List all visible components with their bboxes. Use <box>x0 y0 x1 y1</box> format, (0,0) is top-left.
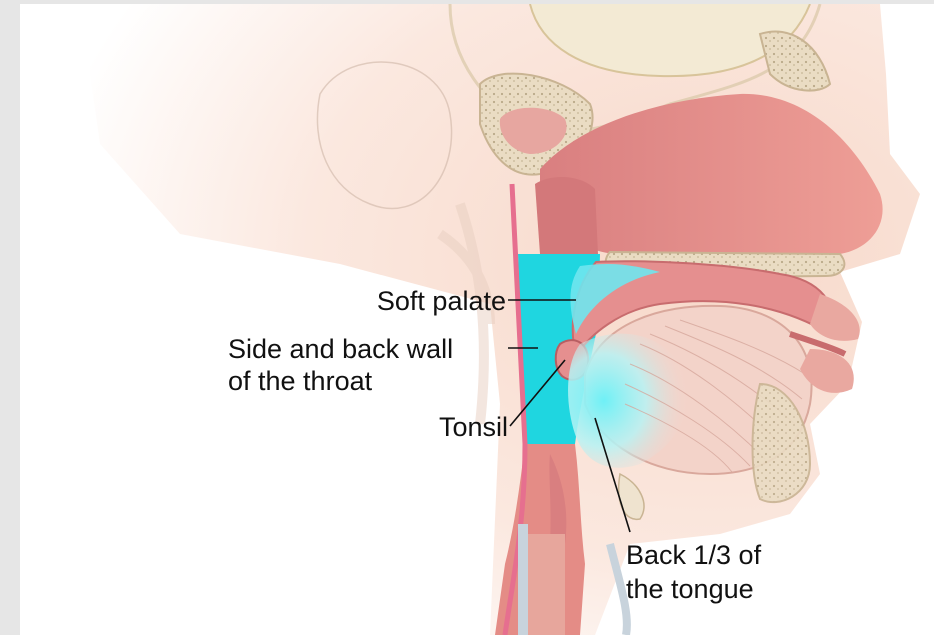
pharynx-upper <box>535 177 598 254</box>
illustration-canvas: Soft palate Side and back wall of the th… <box>20 4 934 635</box>
throat-anatomy-diagram: Soft palate Side and back wall of the th… <box>20 4 934 635</box>
cartilage-ring <box>518 524 528 635</box>
label-side-back-wall-line2: of the throat <box>228 366 373 396</box>
label-soft-palate: Soft palate <box>377 286 506 316</box>
label-back-tongue-line1: Back 1/3 of <box>626 540 762 570</box>
label-back-tongue-line2: the tongue <box>626 574 754 604</box>
label-tonsil: Tonsil <box>439 412 508 442</box>
label-side-back-wall-line1: Side and back wall <box>228 334 453 364</box>
